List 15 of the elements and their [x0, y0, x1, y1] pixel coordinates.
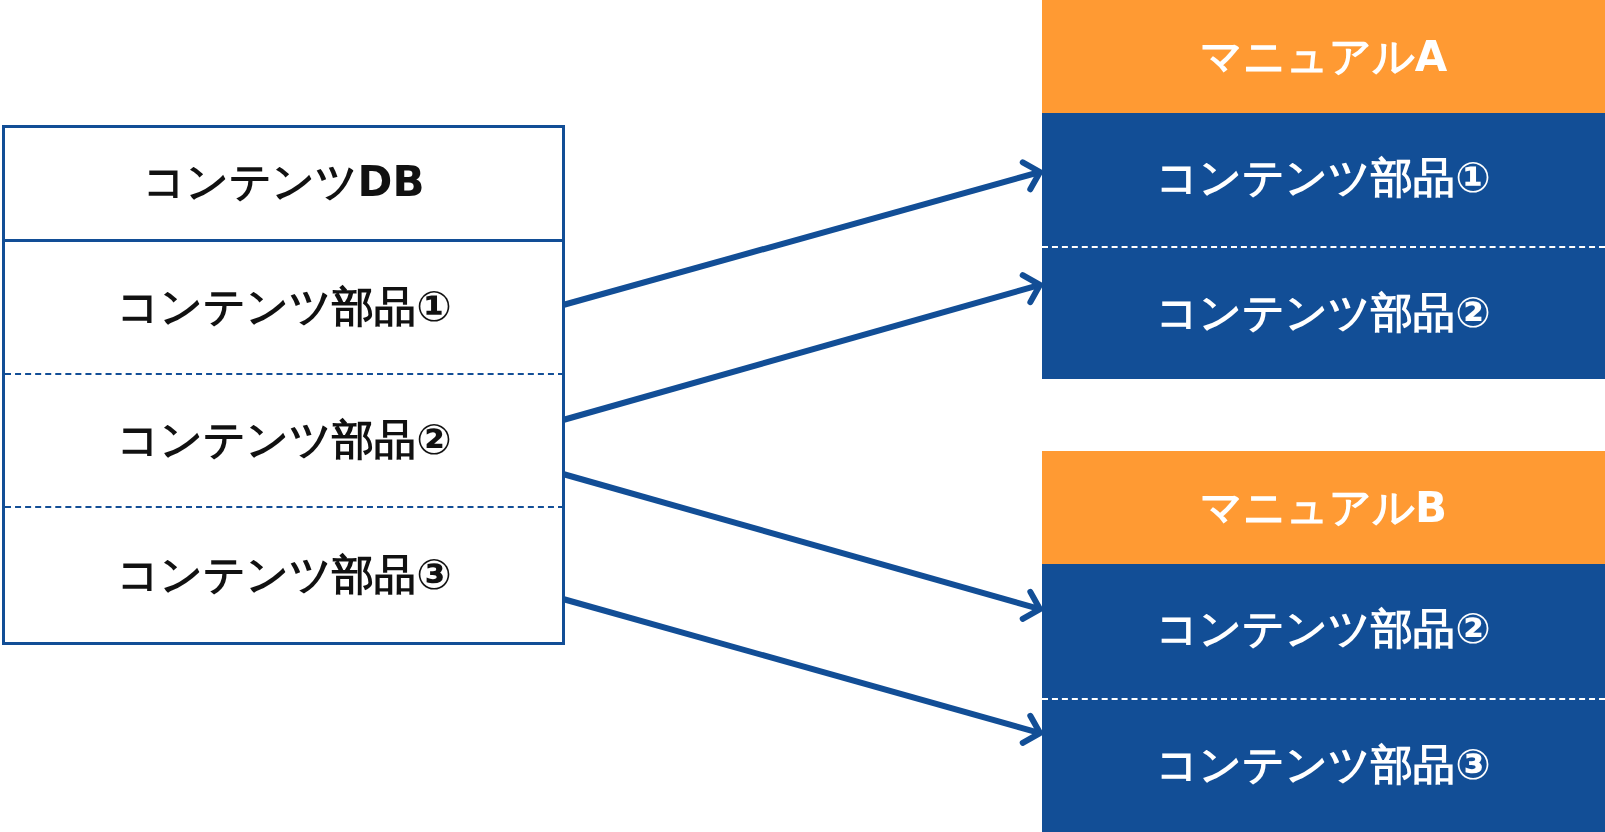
table-heading: コンテンツDB: [141, 156, 426, 208]
row-label: コンテンツ部品②: [1155, 603, 1492, 655]
row-label: コンテンツ部品③: [116, 549, 453, 601]
row-label: コンテンツ部品①: [1155, 152, 1492, 204]
header-band: マニュアルB: [1042, 451, 1605, 564]
arrow: [562, 159, 1043, 308]
arrow: [562, 272, 1043, 423]
arrow: [562, 596, 1043, 746]
row-label: コンテンツ部品②: [116, 414, 453, 466]
database-table: [2, 125, 565, 645]
header-band: マニュアルA: [1042, 0, 1605, 113]
arrow: [562, 471, 1043, 622]
row-label: コンテンツ部品②: [1155, 287, 1492, 339]
row-label: コンテンツ部品③: [1155, 739, 1492, 791]
row-label: コンテンツ部品①: [116, 281, 453, 333]
